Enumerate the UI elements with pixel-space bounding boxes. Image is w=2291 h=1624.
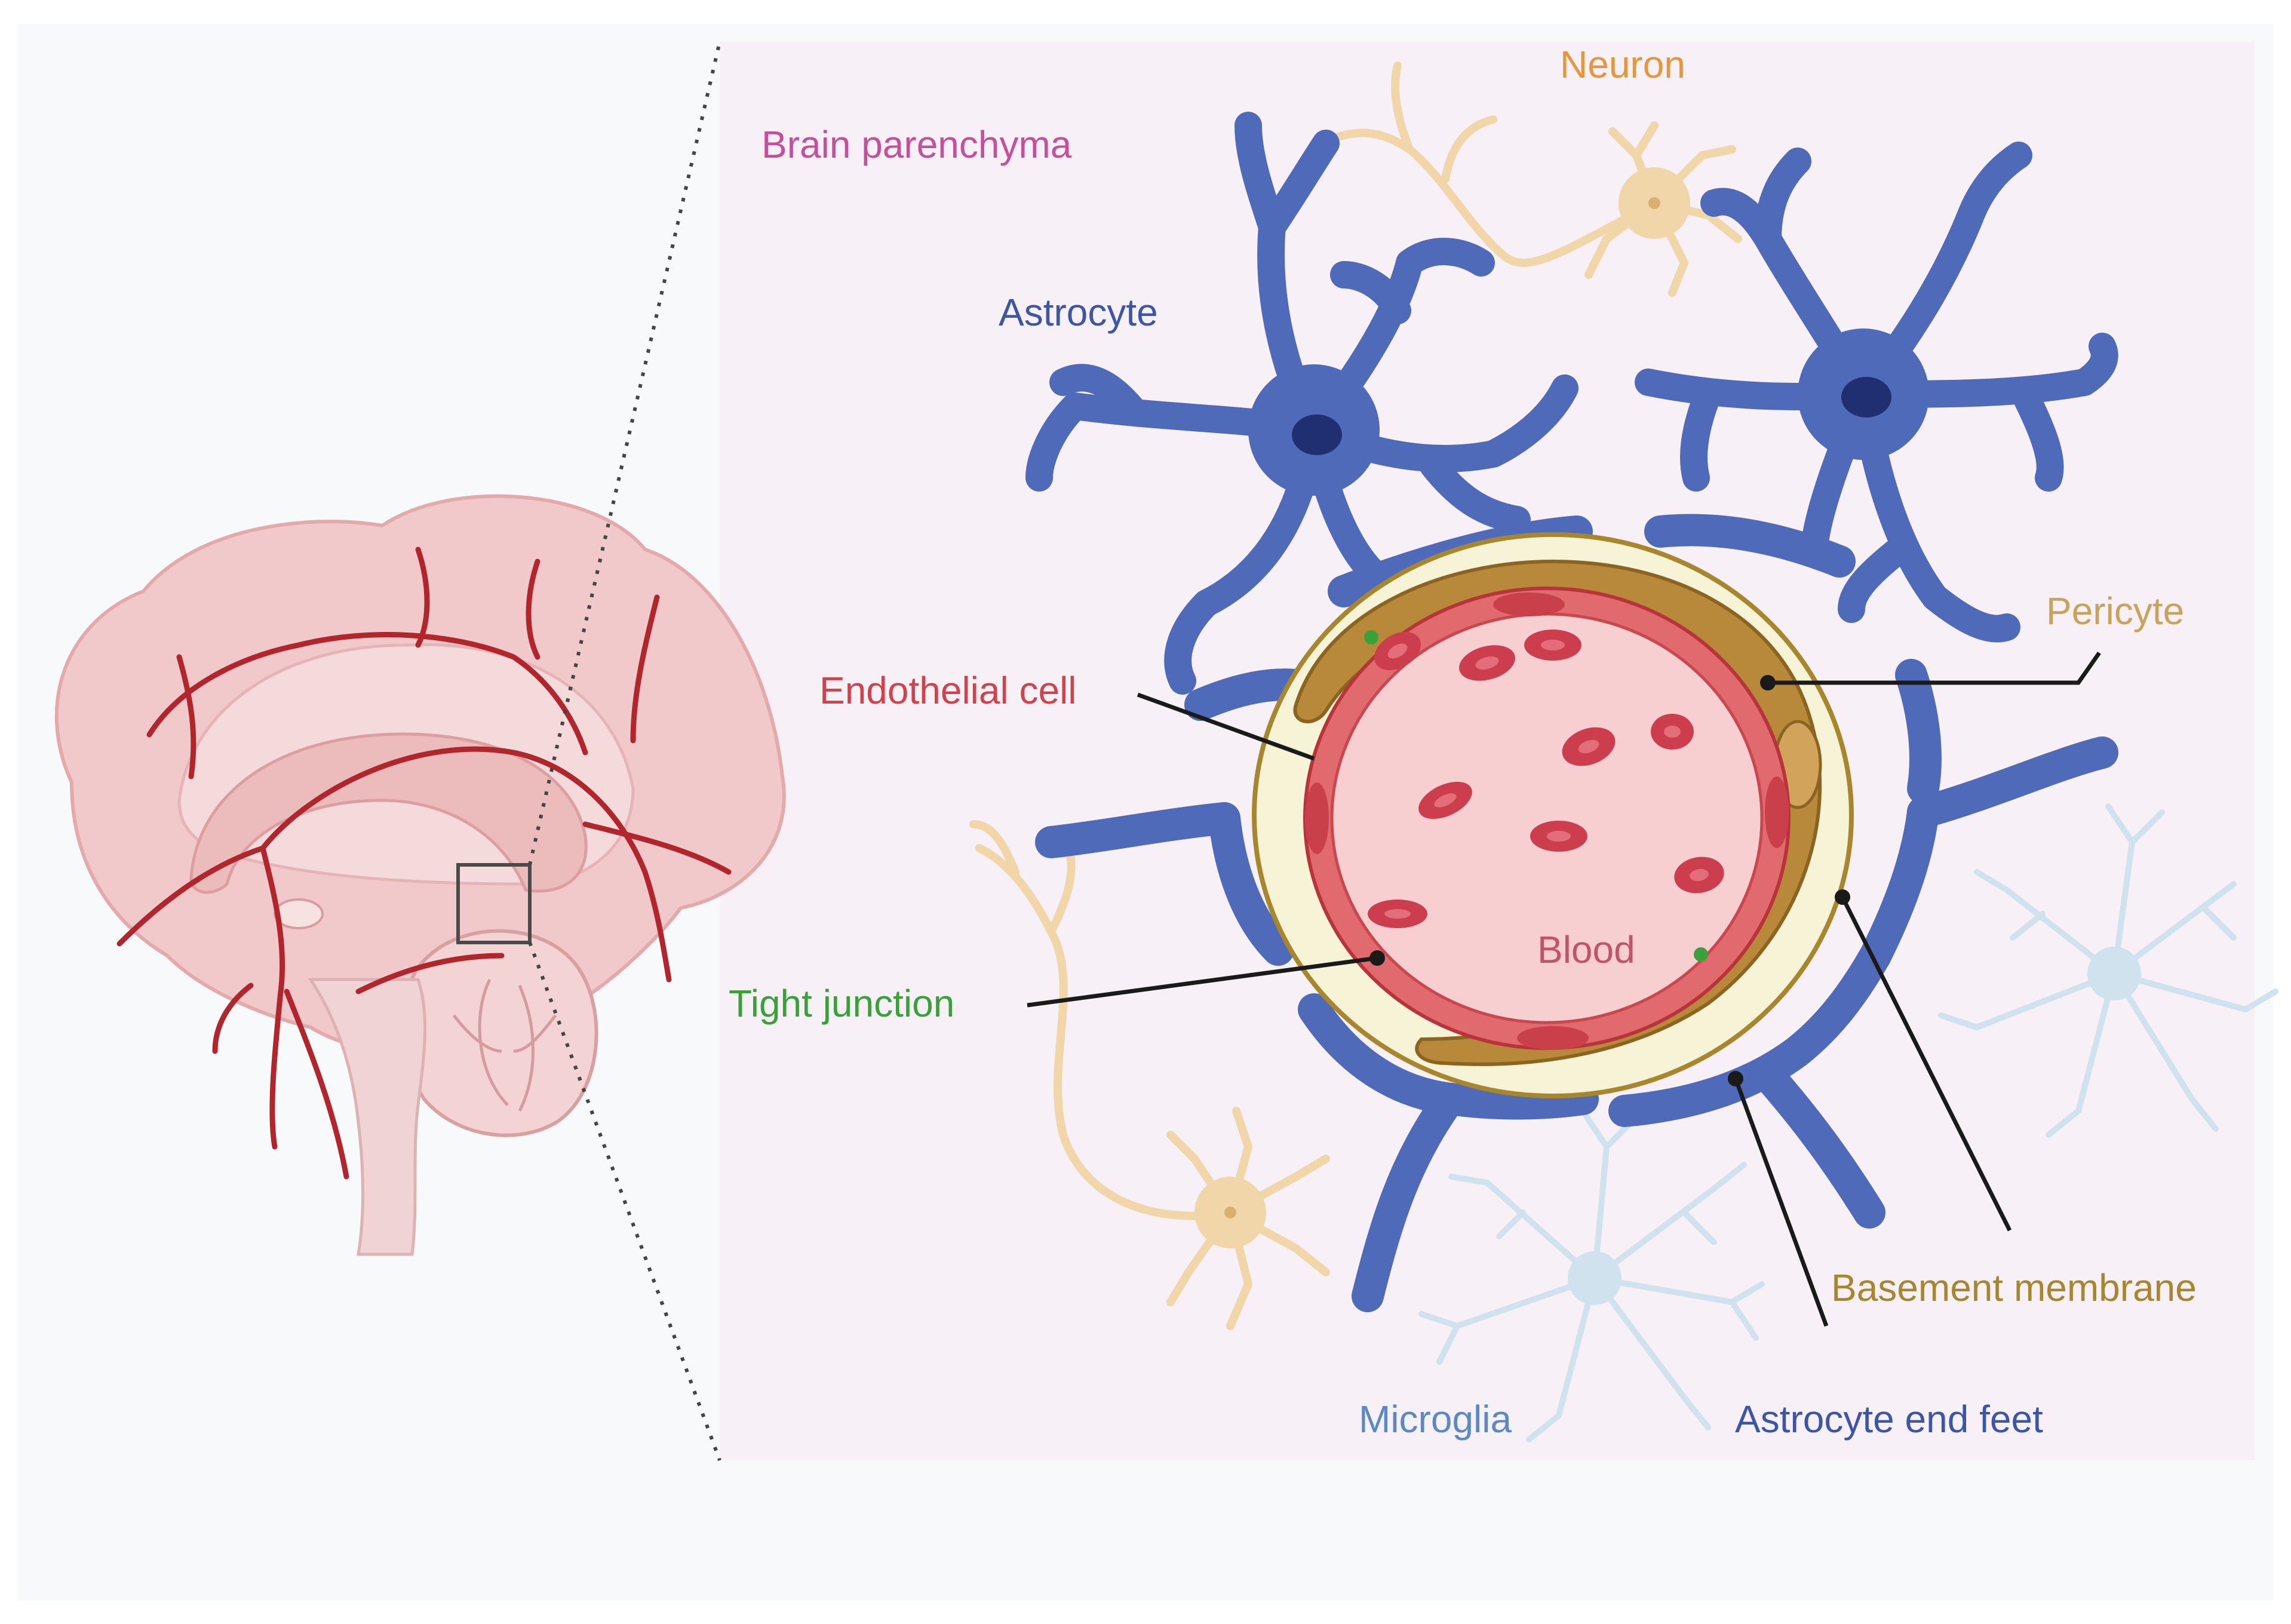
leader-lines: [1027, 651, 2101, 1327]
blood-vessel-cross-section: [1252, 532, 1854, 1098]
pericyte-label: Pericyte: [2046, 590, 2184, 633]
microglia-cell: [1418, 803, 2278, 1442]
tight-junction-label: Tight junction: [729, 982, 954, 1025]
brain-illustration: [54, 494, 786, 1256]
endothelial-cell-label: Endothelial cell: [819, 669, 1077, 712]
astrocyte-end-feet-label: Astrocyte end feet: [1735, 1398, 2043, 1441]
brain-parenchyma-label: Brain parenchyma: [761, 123, 1072, 166]
neuron-cell: [969, 62, 1742, 1330]
red-blood-cell: [1368, 630, 1724, 928]
astrocyte-label: Astrocyte: [999, 291, 1158, 334]
basement-membrane-label: Basement membrane: [1831, 1266, 2197, 1309]
blood-label: Blood: [1537, 928, 1635, 971]
zoom-line-bottom: [528, 941, 721, 1462]
zoom-box-icon: [456, 863, 532, 944]
microglia-label: Microglia: [1359, 1398, 1512, 1441]
neuron-label: Neuron: [1560, 43, 1685, 86]
